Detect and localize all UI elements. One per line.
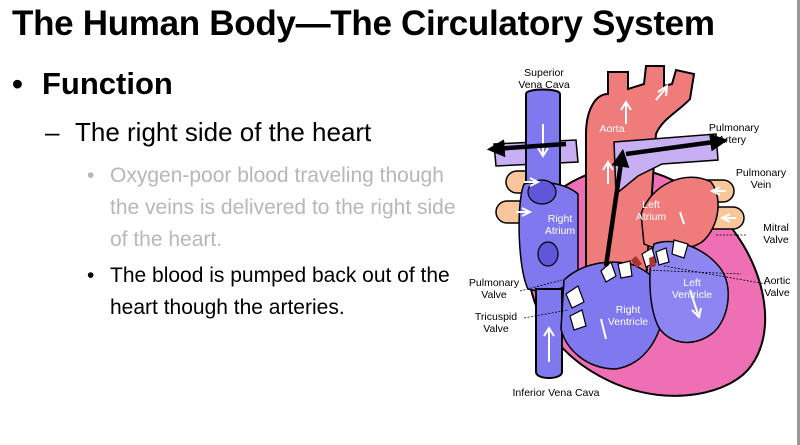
point-blood-pumped-out-text: The blood is pumped back out of the hear… bbox=[110, 264, 450, 319]
label-tricuspid-valve-line1: Tricuspid bbox=[475, 311, 517, 323]
label-aortic-valve-line2: Valve bbox=[764, 287, 790, 299]
label-pulmonary-artery-line1: Pulmonary bbox=[709, 122, 760, 134]
point-oxygen-poor-blood-text: Oxygen-poor blood traveling though the v… bbox=[110, 164, 456, 251]
valve-accents bbox=[631, 256, 656, 268]
slide-edge bbox=[797, 0, 800, 445]
aorta bbox=[585, 65, 696, 310]
internal-flow-arrows bbox=[516, 83, 736, 362]
label-right-ventricle-line2: Ventricle bbox=[608, 316, 648, 328]
slide-title: The Human Body—The Circulatory System bbox=[12, 4, 715, 43]
label-aortic-valve-line1: Aortic bbox=[764, 275, 791, 287]
label-right-atrium-line2: Atrium bbox=[545, 225, 576, 237]
label-inferior-vena-cava: Inferior Vena Cava bbox=[513, 387, 600, 399]
bullet-marker-small: • bbox=[87, 164, 95, 187]
label-pulmonary-valve-line2: Valve bbox=[481, 289, 507, 301]
point-blood-pumped-out: • The blood is pumped back out of the he… bbox=[87, 260, 460, 324]
label-superior-vena-cava-line1: Superior bbox=[524, 67, 564, 79]
bullet-function: • Function bbox=[12, 66, 173, 102]
point-oxygen-poor-blood: • Oxygen-poor blood traveling though the… bbox=[87, 160, 460, 256]
label-pulmonary-artery-line2: Artery bbox=[718, 134, 747, 146]
label-aorta: Aorta bbox=[599, 123, 624, 135]
label-left-atrium-line1: Left bbox=[642, 199, 660, 211]
label-left-ventricle-line2: Ventricle bbox=[672, 289, 712, 301]
diagram-labels: Superior Vena Cava Aorta Pulmonary Arter… bbox=[469, 67, 791, 399]
bullet-marker: • bbox=[12, 66, 23, 101]
label-pulmonary-vein-line2: Vein bbox=[751, 179, 772, 191]
dash-marker: – bbox=[45, 117, 60, 147]
pulmonary-flow-arrows bbox=[486, 133, 729, 267]
label-mitral-valve-line2: Valve bbox=[763, 234, 789, 246]
label-pulmonary-valve-line1: Pulmonary bbox=[469, 277, 520, 289]
left-ventricle bbox=[649, 240, 729, 344]
label-superior-vena-cava-line2: Vena Cava bbox=[518, 79, 570, 91]
bullet-marker-small: • bbox=[87, 264, 95, 287]
label-mitral-valve-line1: Mitral bbox=[763, 222, 789, 234]
label-right-ventricle-line1: Right bbox=[616, 304, 641, 316]
label-tricuspid-valve-line2: Valve bbox=[483, 323, 509, 335]
valves bbox=[565, 239, 689, 331]
bullet-function-text: Function bbox=[42, 66, 173, 101]
coronary-sinus bbox=[537, 241, 559, 267]
heart-diagram: Superior Vena Cava Aorta Pulmonary Arter… bbox=[469, 65, 791, 399]
label-leader-lines bbox=[519, 234, 767, 319]
label-pulmonary-vein-line1: Pulmonary bbox=[736, 167, 787, 179]
label-left-atrium-line2: Atrium bbox=[636, 211, 667, 223]
label-left-ventricle-line1: Left bbox=[683, 277, 701, 289]
label-right-atrium-line1: Right bbox=[548, 213, 573, 225]
subbullet-right-side-text: The right side of the heart bbox=[75, 117, 372, 147]
right-atrium-opening bbox=[527, 179, 557, 205]
subbullet-right-side: –The right side of the heart bbox=[45, 117, 371, 148]
